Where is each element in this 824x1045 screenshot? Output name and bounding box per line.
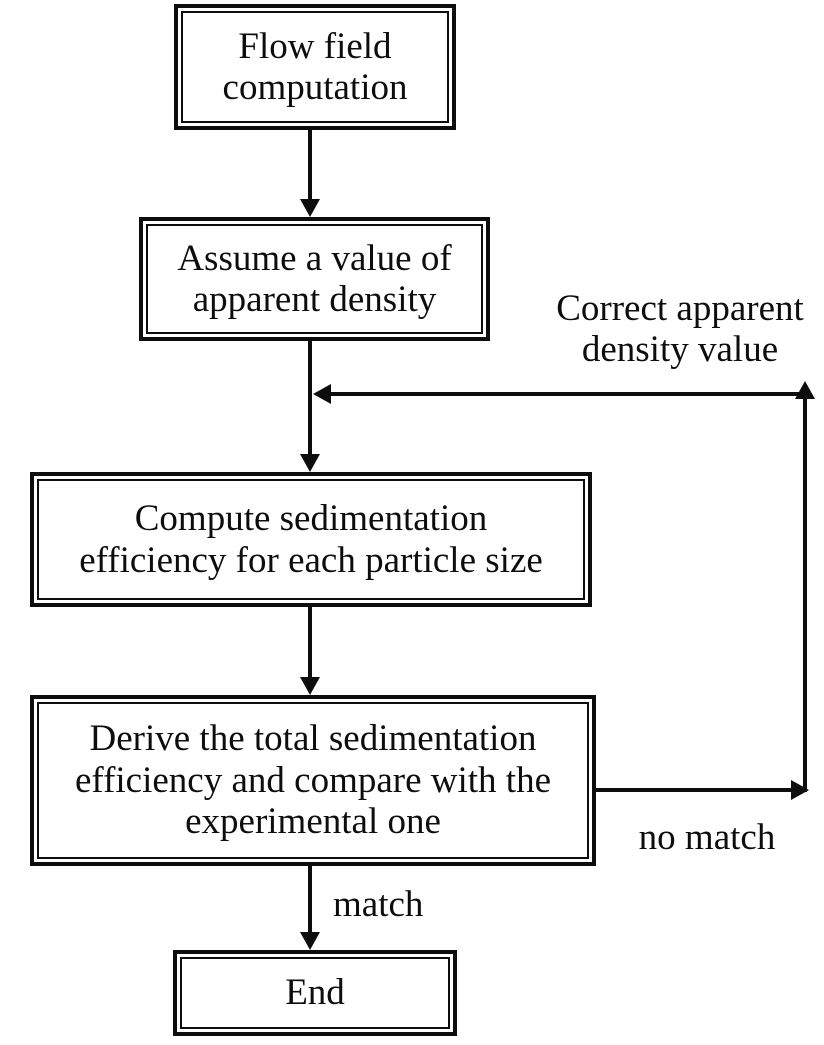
connector-flow-to-assume-arrowhead [300,199,320,217]
node-derive-and-compare-label: Derive the total sedimentation efficienc… [37,702,589,859]
edge-label-match: match [333,884,424,925]
feedback-arrowhead-right [791,780,809,800]
node-assume-apparent-density-label: Assume a value of apparent density [146,224,483,334]
feedback-arrowhead-up [795,381,815,399]
edge-label-correct-apparent-density: Correct apparent density value [556,288,804,371]
node-end-label: End [180,957,450,1029]
node-flow-field-computation: Flow field computation [174,4,456,130]
connector-derive-to-end-arrowhead [300,932,320,950]
node-assume-apparent-density: Assume a value of apparent density [139,217,490,341]
feedback-arrowhead-left [313,384,331,404]
connector-derive-to-end-line [308,864,312,934]
node-compute-sedimentation-efficiency-label: Compute sedimentation efficiency for eac… [37,479,585,600]
feedback-bottom-line [596,788,792,792]
node-end: End [173,950,457,1036]
node-derive-and-compare: Derive the total sedimentation efficienc… [30,695,596,866]
connector-assume-to-compute-line [308,341,312,456]
connector-compute-to-derive-arrowhead [300,677,320,695]
feedback-top-line [329,392,807,396]
connector-assume-to-compute-arrowhead [300,454,320,472]
connector-compute-to-derive-line [308,606,312,680]
connector-flow-to-assume-line [308,129,312,203]
node-compute-sedimentation-efficiency: Compute sedimentation efficiency for eac… [30,472,592,607]
feedback-right-line [803,395,807,792]
edge-label-no-match: no match [638,817,776,858]
node-flow-field-computation-label: Flow field computation [181,11,449,123]
